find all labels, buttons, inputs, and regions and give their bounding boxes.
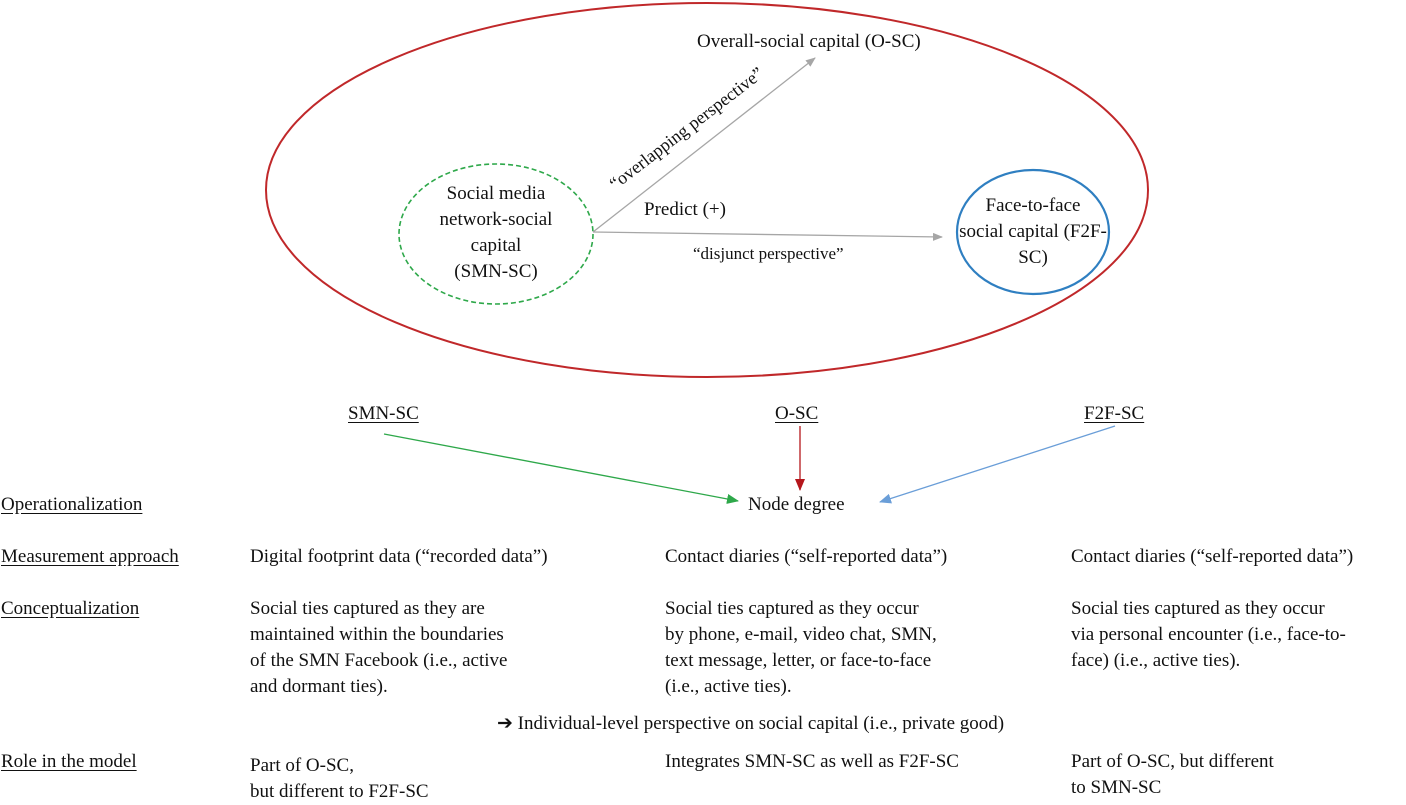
overlapping-edge-label: “overlapping perspective”: [606, 63, 768, 194]
role-osc-cell: Integrates SMN-SC as well as F2F-SC: [665, 751, 959, 772]
disjunct-edge-line: [592, 231, 943, 241]
measurement-smnsc-cell: Digital footprint data (“recorded data”): [250, 546, 548, 567]
f2fsc-node-ellipse: [955, 168, 1111, 296]
smnsc-to-node-degree-arrow: [383, 433, 739, 504]
conceptualization-smnsc-cell: Social ties captured as they are maintai…: [250, 598, 508, 697]
osc-node-label: Overall-social capital (O-SC): [697, 31, 921, 52]
smnsc-node-label: Social media network-social capital (SMN…: [439, 183, 553, 282]
right-arrow-icon: ➔: [497, 713, 513, 734]
smnsc-node-ellipse: [398, 163, 594, 305]
column-header-smnsc: SMN-SC: [348, 403, 419, 424]
column-header-f2fsc: F2F-SC: [1084, 403, 1145, 424]
row-label-role: Role in the model: [1, 751, 137, 772]
f2fsc-node-label: Face-to-face social capital (F2F- SC): [959, 195, 1107, 268]
predict-edge-label: Predict (+): [644, 199, 726, 220]
measurement-f2fsc-cell: Contact diaries (“self-reported data”): [1071, 546, 1354, 567]
f2fsc-to-node-degree-arrow: [879, 425, 1116, 504]
row-label-operationalization: Operationalization: [1, 494, 143, 515]
row-label-conceptualization: Conceptualization: [1, 598, 140, 619]
outer-ellipse: [265, 2, 1149, 378]
conceptualization-f2fsc-cell: Social ties captured as they occur via p…: [1071, 598, 1346, 671]
role-f2fsc-cell: Part of O-SC, but different to SMN-SC: [1071, 751, 1274, 798]
disjunct-edge-label: “disjunct perspective”: [693, 244, 844, 263]
conceptualization-osc-cell: Social ties captured as they occur by ph…: [665, 598, 937, 697]
measurement-osc-cell: Contact diaries (“self-reported data”): [665, 546, 948, 567]
perspective-text: Individual-level perspective on social c…: [517, 713, 1005, 734]
overlapping-edge-line: [592, 57, 816, 233]
node-degree-label: Node degree: [748, 494, 845, 515]
column-header-osc: O-SC: [775, 403, 819, 424]
role-smnsc-cell: Part of O-SC, but different to F2F-SC: [250, 755, 429, 802]
row-label-measurement: Measurement approach: [1, 546, 179, 567]
perspective-line: ➔ Individual-level perspective on social…: [497, 711, 1004, 737]
